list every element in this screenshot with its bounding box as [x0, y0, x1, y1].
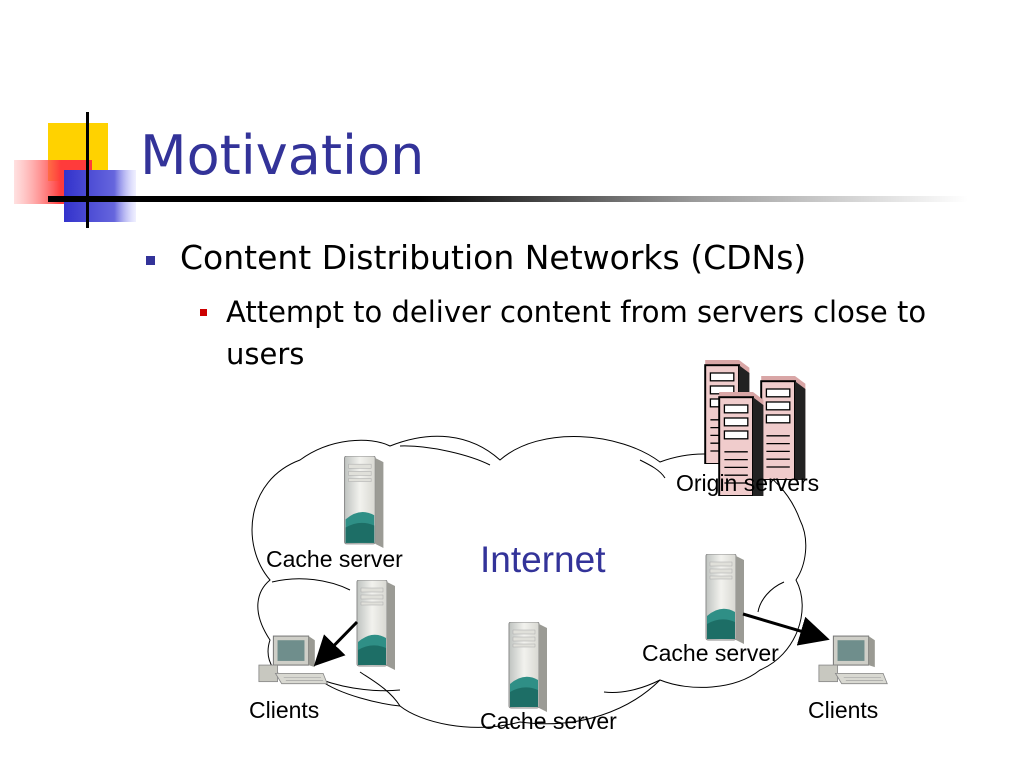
cache-server-bottom	[508, 622, 548, 712]
clients-right-label: Clients	[808, 697, 878, 723]
origin-servers-label: Origin servers	[676, 470, 819, 496]
bullet-square-icon	[200, 309, 207, 316]
clients-right-icon	[818, 635, 888, 685]
arrow-to-right-clients	[742, 612, 830, 646]
slide-title: Motivation	[140, 124, 425, 187]
cache-server-top-left	[344, 456, 384, 548]
bullet-square-icon	[146, 256, 155, 265]
internet-cloud	[251, 435, 807, 728]
cache-server-label-bottom: Cache server	[480, 708, 617, 734]
cache-server-left	[356, 580, 396, 670]
arrow-to-left-clients	[313, 620, 359, 667]
vertical-line	[86, 112, 89, 228]
cache-server-right	[705, 554, 745, 644]
bullet-level-2: Attempt to deliver content from servers …	[200, 291, 970, 375]
bullet-level-2-text: Attempt to deliver content from servers …	[226, 295, 927, 371]
clients-left-label: Clients	[249, 697, 319, 723]
internet-label: Internet	[480, 539, 606, 580]
bullet-level-1-text: Content Distribution Networks (CDNs)	[180, 238, 807, 277]
title-rule	[48, 196, 968, 202]
cache-server-label-left: Cache server	[266, 546, 403, 572]
cache-server-label-right: Cache server	[642, 640, 779, 666]
